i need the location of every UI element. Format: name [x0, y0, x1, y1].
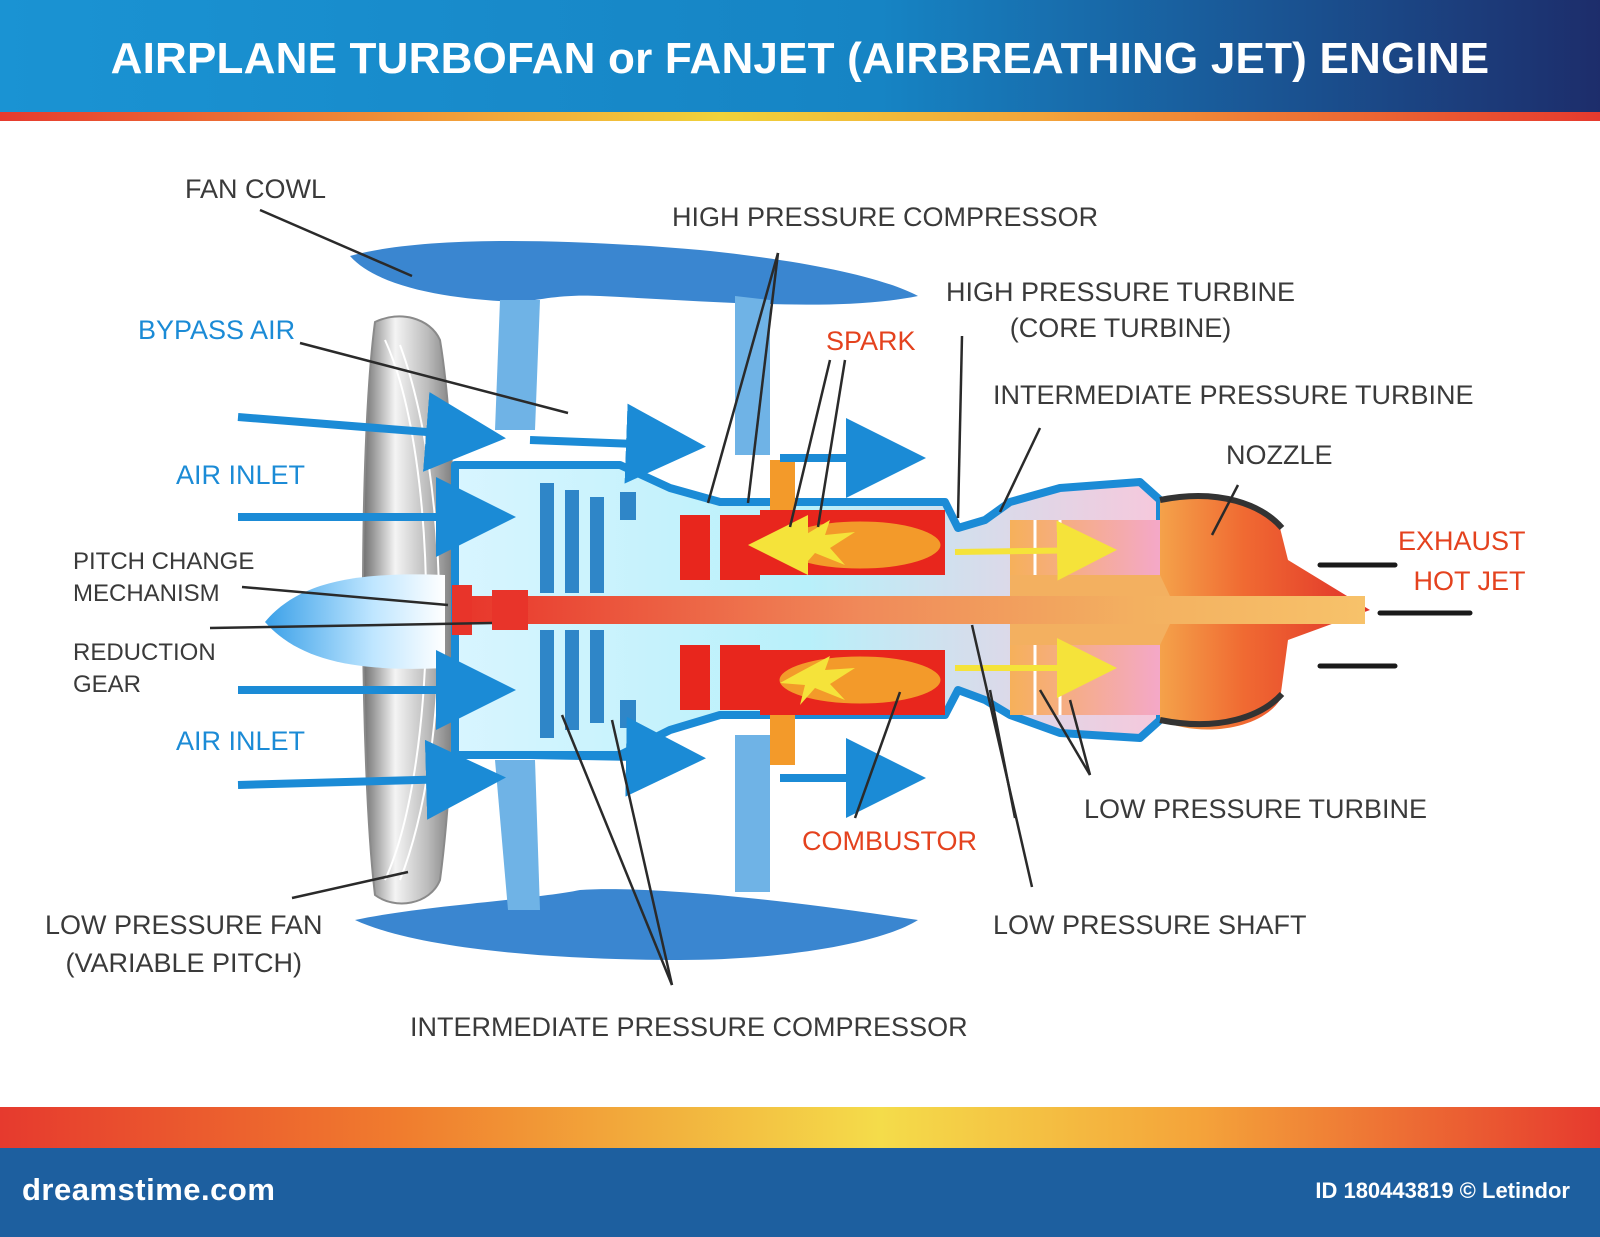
intermediate-compressor: [540, 483, 636, 738]
strut-rear-bottom: [735, 735, 770, 892]
fan-cowl-top: [350, 240, 918, 305]
strut-front-top: [495, 300, 540, 430]
bottom-color-stripe: [0, 1107, 1600, 1148]
label-spark: SPARK: [826, 326, 916, 356]
label-high-pressure-turbine: HIGH PRESSURE TURBINE (CORE TURBINE): [946, 277, 1296, 343]
label-fan-cowl: FAN COWL: [185, 174, 327, 204]
strut-front-bottom: [495, 760, 540, 910]
strut-rear-top: [735, 296, 770, 455]
image-credit: ID 180443819 © Letindor: [1315, 1178, 1570, 1203]
label-low-pressure-fan: LOW PRESSURE FAN (VARIABLE PITCH): [45, 910, 323, 978]
low-pressure-shaft: [455, 596, 1365, 624]
title-bar: AIRPLANE TURBOFAN or FANJET (AIRBREATHIN…: [0, 0, 1600, 112]
engine-diagram: [209, 208, 1473, 986]
label-high-pressure-compressor: HIGH PRESSURE COMPRESSOR: [672, 202, 1099, 232]
label-exhaust-hot-jet: EXHAUST HOT JET: [1398, 526, 1526, 596]
spark-flash-bottom: [780, 656, 855, 705]
reduction-gear-box: [492, 590, 528, 630]
footer-bar: dreamstime.com ID 180443819 © Letindor: [0, 1148, 1600, 1237]
label-low-pressure-shaft: LOW PRESSURE SHAFT: [993, 910, 1307, 940]
label-intermediate-pressure-compressor: INTERMEDIATE PRESSURE COMPRESSOR: [410, 1012, 968, 1042]
label-air-inlet-bottom: AIR INLET: [176, 726, 306, 756]
label-nozzle: NOZZLE: [1226, 440, 1333, 470]
pitch-change-hub: [452, 585, 472, 635]
label-combustor: COMBUSTOR: [802, 826, 978, 856]
poster-title: AIRPLANE TURBOFAN or FANJET (AIRBREATHIN…: [110, 34, 1490, 83]
label-bypass-air: BYPASS AIR: [138, 315, 296, 345]
label-low-pressure-turbine: LOW PRESSURE TURBINE: [1084, 794, 1428, 824]
label-pitch-change-mechanism: PITCH CHANGE MECHANISM: [73, 548, 255, 607]
top-color-stripe: [0, 112, 1600, 121]
fan-cowl-bottom: [355, 889, 918, 960]
spark-flash-top: [780, 520, 855, 570]
label-air-inlet-top: AIR INLET: [176, 460, 306, 490]
nose-cone: [265, 574, 445, 669]
dreamstime-logo: dreamstime.com: [22, 1172, 276, 1207]
low-pressure-turbine-bottom: [1010, 640, 1160, 715]
label-reduction-gear: REDUCTION GEAR: [73, 639, 216, 698]
label-intermediate-pressure-turbine: INTERMEDIATE PRESSURE TURBINE: [993, 380, 1474, 410]
